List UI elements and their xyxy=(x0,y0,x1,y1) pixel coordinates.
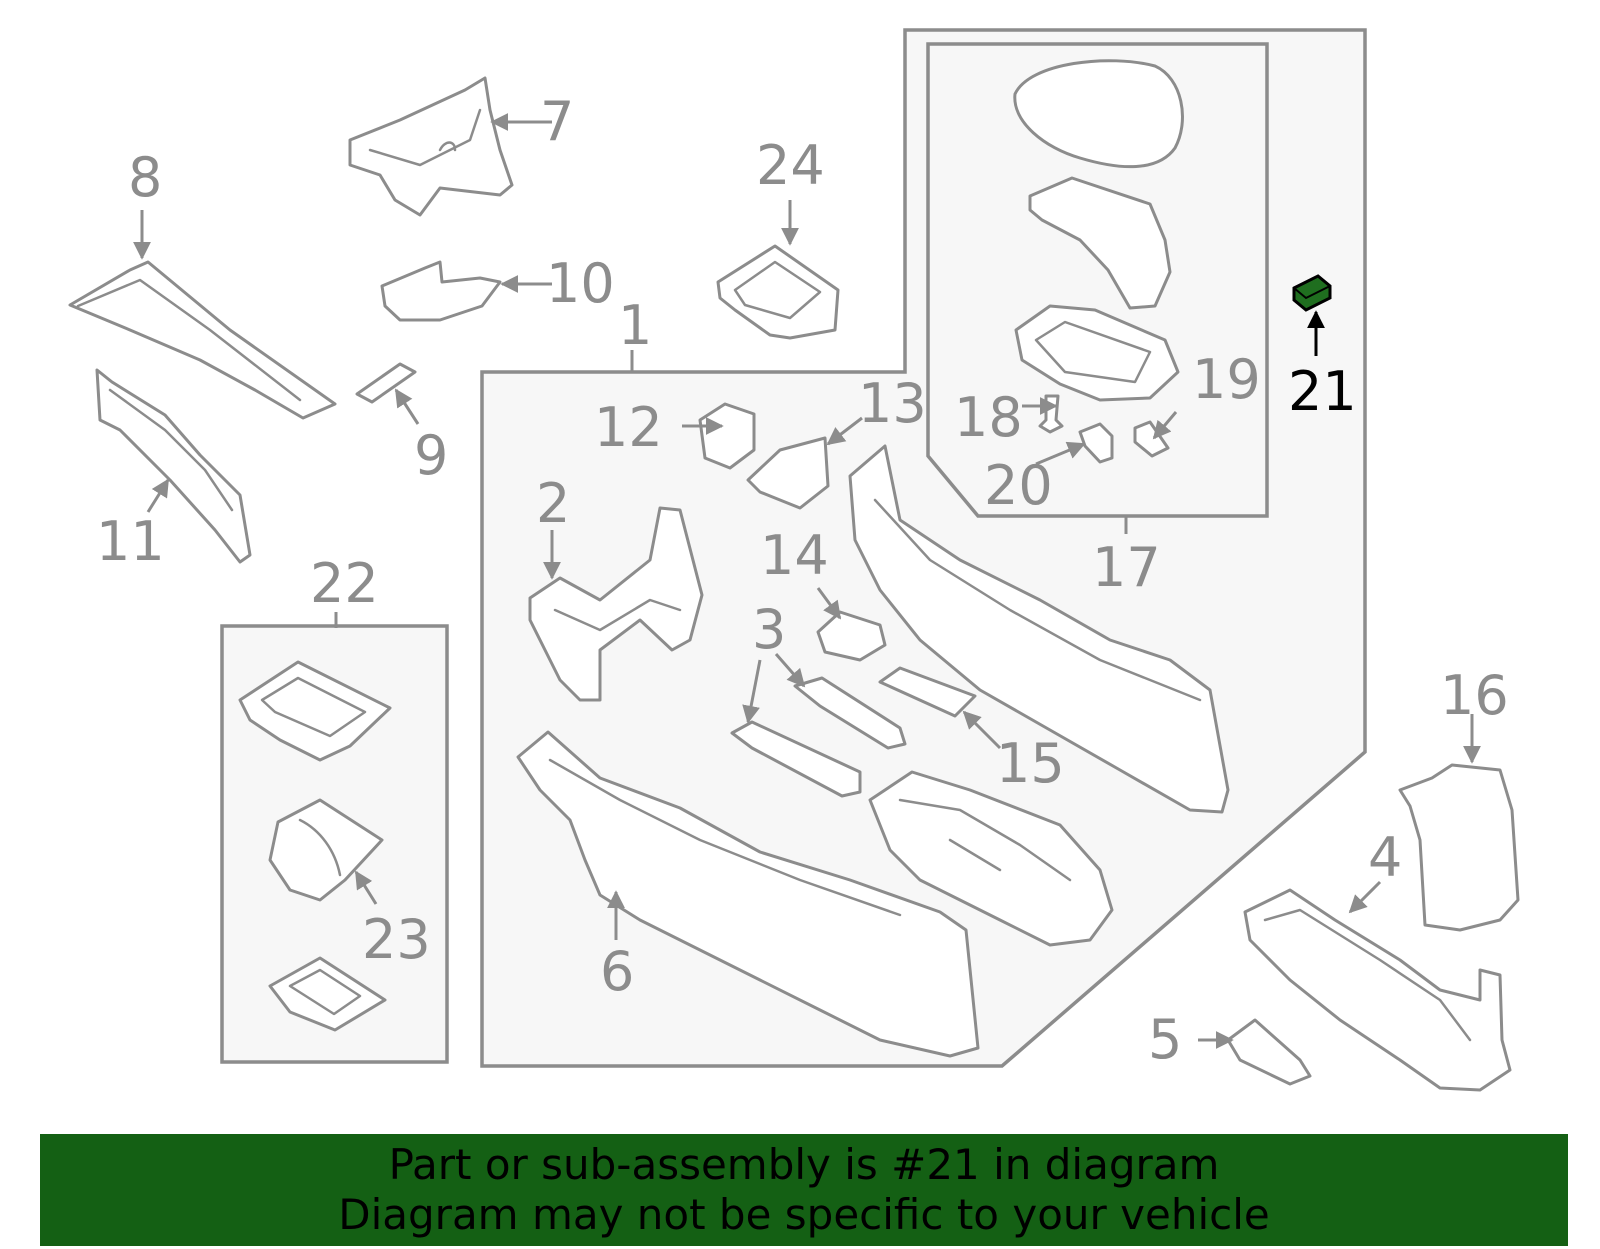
callout-17: 17 xyxy=(1092,536,1161,599)
callout-8: 8 xyxy=(128,146,162,209)
callout-20: 20 xyxy=(984,454,1053,517)
callout-3: 3 xyxy=(752,598,786,661)
callout-23: 23 xyxy=(362,908,431,971)
part-21[interactable] xyxy=(1292,274,1332,312)
part-2[interactable] xyxy=(528,506,704,702)
callout-19: 19 xyxy=(1192,348,1261,411)
part-1-base[interactable] xyxy=(868,770,1114,947)
leader-lines xyxy=(133,113,1481,1049)
group-box-17 xyxy=(926,42,1269,518)
banner-line-2: Diagram may not be specific to your vehi… xyxy=(338,1190,1270,1239)
callout-22: 22 xyxy=(310,552,379,615)
callout-16: 16 xyxy=(1440,664,1509,727)
callout-11: 11 xyxy=(96,510,165,573)
info-banner: Part or sub-assembly is #21 in diagram D… xyxy=(40,1134,1568,1246)
callout-24: 24 xyxy=(756,134,825,197)
callout-6: 6 xyxy=(600,940,634,1003)
callout-5: 5 xyxy=(1148,1008,1182,1071)
part-24[interactable] xyxy=(716,244,840,340)
callout-2: 2 xyxy=(536,472,570,535)
callout-10: 10 xyxy=(546,252,615,315)
callout-14: 14 xyxy=(760,524,829,587)
part-11[interactable] xyxy=(95,368,252,564)
part-13[interactable] xyxy=(746,436,830,510)
part-17-armrest[interactable] xyxy=(1013,59,1184,402)
part-22-bottom[interactable] xyxy=(268,956,387,1032)
callout-9: 9 xyxy=(414,424,448,487)
part-19[interactable] xyxy=(1133,420,1170,458)
callout-12: 12 xyxy=(594,396,663,459)
part-22-top[interactable] xyxy=(238,660,392,762)
callout-7: 7 xyxy=(540,90,574,153)
part-5[interactable] xyxy=(1226,1018,1312,1086)
part-8[interactable] xyxy=(68,260,337,420)
banner-line-1: Part or sub-assembly is #21 in diagram xyxy=(388,1140,1220,1189)
part-4[interactable] xyxy=(1243,888,1512,1092)
part-16[interactable] xyxy=(1398,763,1520,932)
part-23[interactable] xyxy=(268,798,384,902)
callout-13: 13 xyxy=(858,372,927,435)
callout-18: 18 xyxy=(954,386,1023,449)
callout-15: 15 xyxy=(996,732,1065,795)
part-9[interactable] xyxy=(355,362,417,404)
part-17-side-panel[interactable] xyxy=(848,444,1230,814)
part-10[interactable] xyxy=(380,260,502,322)
callout-1: 1 xyxy=(618,294,652,357)
callout-4: 4 xyxy=(1368,826,1402,889)
part-6[interactable] xyxy=(516,730,980,1058)
callout-21: 21 xyxy=(1288,360,1357,423)
part-7[interactable] xyxy=(348,76,514,217)
part-15[interactable] xyxy=(878,666,977,718)
